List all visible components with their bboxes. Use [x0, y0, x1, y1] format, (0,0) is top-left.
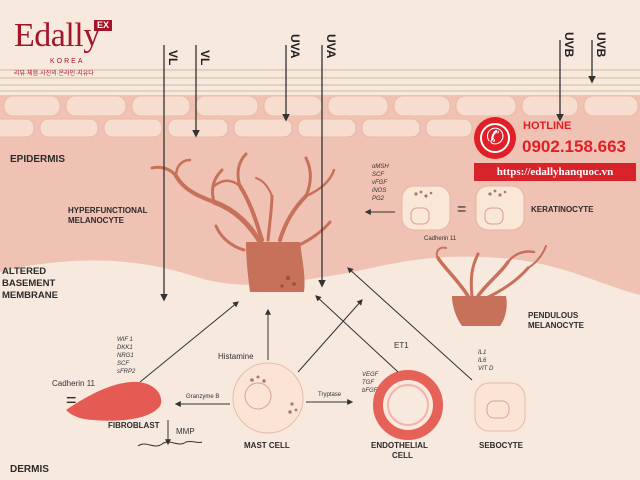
mast-cell: [232, 362, 304, 434]
mmp-fiber: [137, 440, 203, 447]
hotline-number[interactable]: 0902.158.663: [522, 137, 626, 156]
radiation-arrows: [160, 40, 596, 302]
equals-fibroblast: =: [66, 390, 77, 410]
equals-keratinocyte: =: [457, 201, 466, 218]
membrane-label-3: MEMBRANE: [2, 290, 58, 301]
epidermis-label: EPIDERMIS: [10, 154, 65, 165]
stratum-corneum: [0, 69, 640, 92]
endothelial-factor: VEGF: [362, 372, 379, 378]
endothelial-label-1: ENDOTHELIAL: [371, 441, 428, 450]
fibroblast-factor: DKK1: [117, 345, 133, 351]
sebocyte-factor: IL1: [478, 350, 486, 356]
fibroblast-cell: [66, 381, 162, 421]
hyperfunctional-melanocyte: [150, 152, 336, 252]
mast-cell-label: MAST CELL: [244, 441, 290, 450]
ray-label-uvb-2: UVB: [594, 32, 608, 58]
melanocyte-body: [246, 242, 305, 292]
ray-label-vl-1: VL: [166, 50, 180, 65]
histamine-label: Histamine: [218, 352, 254, 361]
keratinocyte-cells: [401, 185, 525, 231]
granzyme-label: Granzyme B: [186, 394, 219, 400]
sebocyte-label: SEBOCYTE: [479, 441, 524, 450]
keratinocyte-factor: vFGF: [372, 180, 387, 186]
brand-badge: EX: [94, 20, 113, 31]
pendulous-body: [452, 296, 507, 326]
fibroblast-label: FIBROBLAST: [108, 421, 160, 430]
keratinocyte-factor: αMSH: [372, 164, 389, 170]
keratinocyte-factor: PG2: [372, 196, 385, 202]
ray-label-uvb-1: UVB: [562, 32, 576, 58]
brand-logo: Edally EX KOREA 리뷰·체험·사진의·온라인·지유다: [14, 18, 124, 78]
keratinocyte-factor: iNOS: [372, 188, 386, 194]
sebocyte-factor: VIT D: [478, 366, 494, 372]
fibroblast-factor: NRG1: [117, 353, 134, 359]
hyperfunctional-label-1: HYPERFUNCTIONAL: [68, 206, 148, 215]
phone-icon[interactable]: [474, 117, 516, 159]
endothelial-cell: [373, 370, 443, 440]
ray-label-uva-1: UVA: [288, 34, 302, 59]
cadherin-fibroblast: Cadherin 11: [52, 379, 96, 388]
brand-country: KOREA: [50, 58, 85, 65]
hotline-block: ✆ HOTLINE 0902.158.663 https://edallyhan…: [474, 117, 640, 183]
hotline-title: HOTLINE: [523, 120, 572, 132]
brand-name: Edally: [14, 17, 100, 54]
sebocyte-factor: IL6: [478, 358, 487, 364]
ray-label-vl-2: VL: [198, 50, 212, 65]
ray-label-uva-2: UVA: [324, 34, 338, 59]
pendulous-label-1: PENDULOUS: [528, 311, 579, 320]
pendulous-label-2: MELANOCYTE: [528, 321, 585, 330]
phone-glyph-icon: ✆: [486, 125, 505, 150]
brand-tagline: 리뷰·체험·사진의·온라인·지유다: [14, 71, 94, 77]
sebocyte-cell: [474, 382, 526, 432]
fibroblast-factor: sFRP2: [117, 369, 136, 375]
et1-label: ET1: [394, 341, 409, 350]
endothelial-label-2: CELL: [392, 451, 413, 460]
melanin-granules: [280, 276, 296, 288]
endothelial-factor: bFGF: [362, 388, 378, 394]
epidermal-cells: [0, 95, 639, 138]
keratinocyte-label: KERATINOCYTE: [531, 205, 594, 214]
membrane-label-1: ALTERED: [2, 266, 46, 277]
signalling-arrows: [139, 209, 473, 446]
membrane-label-2: BASEMENT: [2, 278, 56, 289]
cadherin-keratinocyte: Cadherin 11: [424, 236, 457, 242]
dermis-label: DERMIS: [10, 464, 49, 475]
keratinocyte-factor: SCF: [372, 172, 384, 178]
fibroblast-factor: WIF 1: [117, 337, 133, 343]
tryptase-label: Tryptase: [318, 392, 342, 398]
website-link[interactable]: https://edallyhanquoc.vn: [474, 163, 636, 181]
hyperfunctional-label-2: MELANOCYTE: [68, 216, 125, 225]
endothelial-factor: TGF: [362, 380, 374, 386]
mmp-label: MMP: [176, 427, 195, 436]
fibroblast-factor: SCF: [117, 361, 129, 367]
